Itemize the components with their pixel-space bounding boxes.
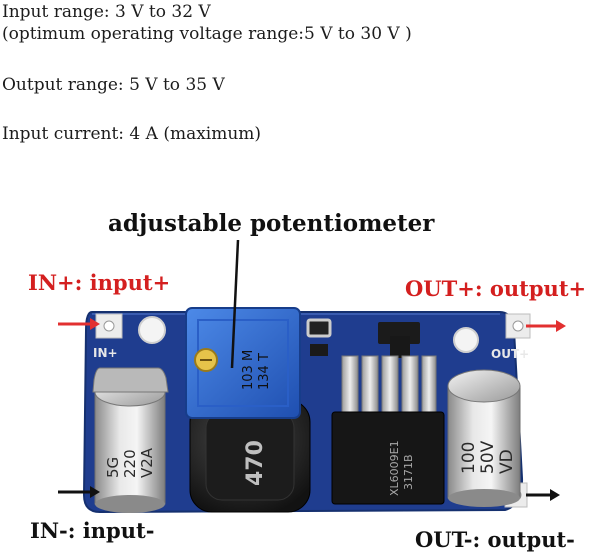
- cap-right-marking-1: 100: [459, 442, 479, 474]
- potentiometer-callout: adjustable potentiometer: [108, 210, 435, 237]
- cap-right-marking-3: VD: [497, 449, 517, 474]
- potentiometer: 103 M 134 T: [185, 307, 301, 419]
- inductor: 470: [189, 399, 311, 513]
- cap-left-marking-1: 5G: [104, 457, 122, 478]
- in-plus-silkscreen: IN+: [93, 346, 118, 360]
- spec-output-range: Output range: 5 V to 35 V: [2, 75, 225, 95]
- out-plus-silkscreen: OUT+: [491, 347, 529, 361]
- spec-input-range: Input range: 3 V to 32 V: [2, 2, 211, 22]
- pot-marking-1: 103 M: [241, 350, 256, 390]
- in-plus-callout: IN+: input+: [28, 270, 171, 295]
- spec-input-current: Input current: 4 A (maximum): [2, 124, 262, 144]
- ic-marking-1: XL6009E1: [388, 440, 401, 496]
- cap-left-marking-2: 220: [121, 449, 139, 478]
- cap-right-marking-2: 50V: [478, 440, 498, 474]
- out-minus-arrow: [526, 489, 560, 501]
- spec-optimum-range: (optimum operating voltage range:5 V to …: [2, 24, 412, 44]
- out-plus-callout: OUT+: output+: [405, 276, 587, 301]
- in-minus-arrow: [58, 486, 100, 498]
- in-plus-arrow: [58, 318, 100, 330]
- out-plus-arrow: [526, 320, 566, 332]
- output-capacitor: 100 50V VD: [447, 369, 521, 507]
- smd-resistor: [310, 344, 328, 356]
- input-capacitor: 5G 220 V2A: [92, 367, 169, 513]
- out-minus-callout: OUT-: output-: [415, 527, 575, 552]
- smd-capacitor: [306, 318, 332, 338]
- in-minus-callout: IN-: input-: [30, 518, 155, 543]
- mounting-hole-left: [138, 316, 166, 344]
- inductor-marking: 470: [243, 440, 268, 486]
- pot-marking-2: 134 T: [257, 353, 272, 390]
- mounting-hole-right: [453, 327, 479, 353]
- regulator-ic: XL6009E1 3171B: [331, 355, 445, 505]
- ic-marking-2: 3171B: [402, 454, 415, 490]
- potentiometer-pointer: [230, 239, 240, 369]
- cap-left-marking-3: V2A: [138, 447, 156, 478]
